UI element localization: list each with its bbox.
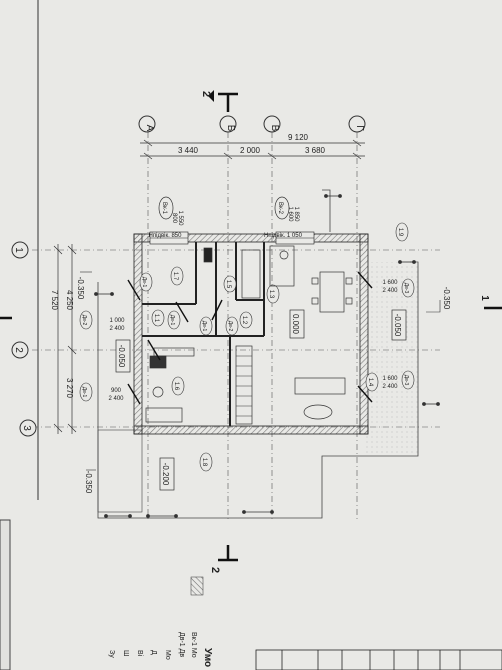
d1-tag: Дв-1: [81, 387, 87, 398]
legend-row-3: Мо: [164, 650, 171, 660]
room-bubbles: [151, 222, 409, 472]
door-tags: [79, 272, 415, 402]
room-1-7: 1.7: [172, 272, 178, 281]
d1-height: 2 400: [108, 396, 124, 402]
level-ground-right: -0.350: [442, 287, 451, 310]
room-1-9: 1.9: [397, 228, 403, 237]
title-block: [255, 649, 502, 670]
furniture: [145, 245, 353, 425]
vk1-tag: Вк-1: [161, 202, 167, 215]
vk2-tag: Вк-2: [277, 202, 283, 215]
legend-title: Умо: [202, 648, 213, 667]
level-porch: -0.200: [161, 463, 170, 486]
section-mark-bottom: [218, 545, 238, 562]
axis-label-2: 2: [13, 347, 24, 353]
axis-label-3: 3: [21, 425, 32, 431]
level-hall: -0.050: [117, 345, 126, 368]
section-label-top: 2: [200, 91, 212, 97]
section-mark-top: [208, 90, 238, 112]
room-1-4: 1.4: [367, 378, 373, 387]
legend-row-5: Ві: [136, 650, 144, 657]
door-swings: [127, 271, 373, 405]
legend-row-1: Вк-1 Мо: [190, 632, 197, 658]
level-terrace: -0.050: [393, 314, 402, 337]
vk2-sill: Нпідвік. 1 050: [264, 233, 303, 239]
axis-bubbles-left: 1 2 3: [11, 241, 37, 437]
d3-tag-2: Дв-3: [403, 375, 409, 386]
inner-door-tag-3: Дв-1: [201, 321, 207, 332]
window-tag-vk2: [274, 196, 290, 220]
d3-height-1: 2 400: [382, 288, 398, 294]
room-1-2: 1.2: [241, 316, 247, 325]
dim-12: 4 250: [65, 290, 74, 311]
vk1-height: 1 550: [177, 210, 183, 226]
room-1-8: 1.8: [201, 458, 207, 467]
inner-door-tag-4: Дв-2: [227, 321, 233, 332]
axis-label-1: 1: [13, 247, 24, 253]
section-label-bottom: 2: [209, 567, 221, 573]
dimension-chain-left: [53, 244, 77, 434]
axis-bubbles-top: А Б В Г: [138, 115, 366, 133]
dim-ab: 3 440: [178, 146, 199, 155]
dim-vg: 3 680: [305, 146, 326, 155]
room-1-3: 1.3: [268, 290, 274, 299]
level-ground-bottom: -0.350: [84, 471, 93, 494]
porch-outline: [97, 429, 143, 513]
d3-height-2: 2 400: [382, 384, 398, 390]
inner-door-tag-2: Дв-1: [169, 315, 175, 326]
room-1-5: 1.5: [225, 280, 231, 289]
vk2-width: 1 600: [287, 206, 293, 222]
dim-13: 7 520: [50, 290, 59, 311]
room-1-1: 1.1: [153, 314, 159, 323]
legend-row-7: Зу: [108, 650, 115, 658]
vk1-sill: Нпідвік. 850: [149, 233, 183, 239]
vk1-width: 800: [171, 213, 177, 224]
axis-label-g: Г: [354, 125, 365, 131]
d3-width-1: 1 600: [382, 280, 398, 286]
dimension-chain-top: [140, 139, 365, 160]
legend-row-2: Дв-1 Дв: [178, 632, 185, 657]
level-leaders: [80, 271, 441, 471]
dim-total-width: 9 120: [288, 133, 309, 142]
legend-panel: [190, 576, 204, 596]
level-boxes: [115, 309, 407, 491]
vk2-height: 1 850: [293, 206, 299, 222]
axis-label-v: В: [269, 125, 280, 132]
interior-walls: [142, 242, 265, 426]
inner-door-tag-1: Дв-1: [141, 277, 147, 288]
legend-row-4: Д: [150, 650, 157, 655]
d2-tag: Дв-2: [81, 315, 87, 326]
d1-width: 900: [111, 388, 122, 394]
exterior-walls: [133, 233, 369, 435]
level-ground-left: -0.350: [76, 277, 85, 300]
outdoor-lamps: [94, 194, 440, 518]
room-1-6: 1.6: [173, 382, 179, 391]
level-floor: 0.000: [291, 314, 300, 335]
title-strip: [0, 519, 11, 670]
legend-row-6: Ш: [122, 650, 129, 656]
section-label-right: 1: [479, 295, 490, 301]
d2-height: 2 400: [109, 326, 125, 332]
dim-23: 3 270: [65, 378, 74, 399]
dim-bv: 2 000: [240, 146, 261, 155]
axis-label-b: Б: [225, 125, 236, 132]
axis-label-a: А: [144, 125, 155, 132]
d3-tag-1: Дв-3: [403, 283, 409, 294]
site-outline-ne: [322, 189, 331, 232]
d3-width-2: 1 600: [382, 376, 398, 382]
d2-width: 1 000: [109, 318, 125, 324]
window-tag-vk1: [158, 196, 174, 220]
top-windows: [149, 231, 315, 245]
